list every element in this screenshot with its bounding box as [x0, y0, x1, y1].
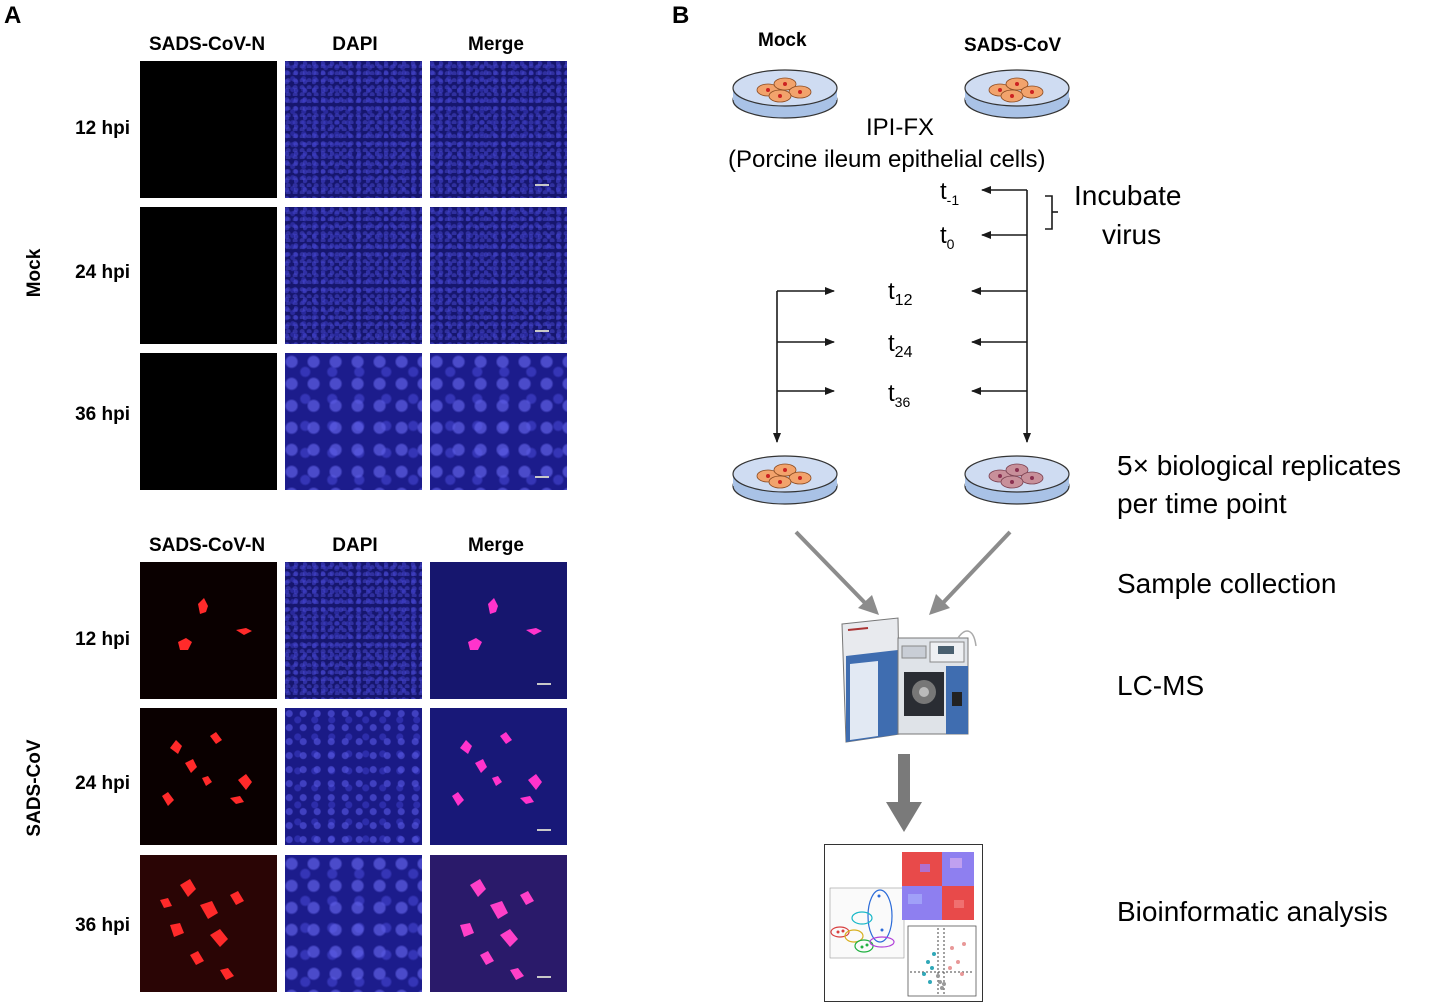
- row-label-mock-24: 24 hpi: [75, 262, 130, 283]
- col-header-dapi: DAPI: [332, 34, 378, 55]
- label-mock: Mock: [758, 30, 807, 51]
- scale-bar: [535, 476, 549, 478]
- col-header-merge: Merge: [468, 34, 524, 55]
- image-sads-36-merge: [430, 855, 567, 992]
- timepoint-t12: t12: [888, 278, 913, 309]
- timeline-arrows: [773, 186, 1058, 443]
- image-mock-12-merge: [430, 61, 567, 198]
- col-header-sads-cov-n: SADS-CoV-N: [148, 34, 266, 55]
- panel-b-letter: B: [672, 2, 690, 29]
- image-mock-36-dapi: [285, 353, 422, 490]
- row-label-sads-12: 12 hpi: [75, 629, 130, 650]
- replicates-label-1: 5× biological replicates: [1117, 450, 1402, 481]
- timepoint-t24: t24: [888, 330, 913, 361]
- bioinformatics-figure: [824, 844, 983, 1002]
- cell-line-label: IPI-FX: [866, 114, 935, 141]
- incubate-label-1: Incubate: [1074, 180, 1182, 211]
- group-label-mock: Mock: [24, 248, 45, 298]
- image-sads-12-dapi: [285, 562, 422, 699]
- row-label-sads-24: 24 hpi: [75, 773, 130, 794]
- collection-arrows: [794, 530, 1012, 615]
- petri-dish-sads-result: [964, 455, 1070, 505]
- timepoint-t0: t0: [940, 222, 955, 252]
- bioinformatic-analysis-label: Bioinformatic analysis: [1117, 896, 1388, 927]
- timepoint-t36: t36: [888, 380, 911, 410]
- incubate-label-2: virus: [1102, 219, 1162, 250]
- row-label-mock-12: 12 hpi: [75, 118, 130, 139]
- lc-ms-instrument: [841, 617, 977, 743]
- row-label-mock-36: 36 hpi: [75, 404, 130, 425]
- image-sads-36-sads: [140, 855, 277, 992]
- petri-dish-sads: [964, 69, 1070, 119]
- image-sads-12-merge: [430, 562, 567, 699]
- image-sads-24-sads: [140, 708, 277, 845]
- scale-bar: [535, 330, 549, 332]
- image-mock-24-sads: [140, 207, 277, 344]
- image-mock-24-dapi: [285, 207, 422, 344]
- image-sads-36-dapi: [285, 855, 422, 992]
- image-sads-12-sads: [140, 562, 277, 699]
- label-sads-cov: SADS-CoV: [964, 35, 1062, 56]
- image-sads-24-merge: [430, 708, 567, 845]
- sample-collection-label: Sample collection: [1117, 568, 1337, 599]
- col-header-merge-2: Merge: [468, 535, 524, 556]
- petri-dish-mock-result: [732, 455, 838, 505]
- image-mock-12-dapi: [285, 61, 422, 198]
- image-mock-12-sads: [140, 61, 277, 198]
- panel-a-letter: A: [4, 2, 22, 29]
- group-label-sads-cov: SADS-CoV: [24, 739, 45, 837]
- cell-description: (Porcine ileum epithelial cells): [728, 146, 1046, 173]
- analysis-arrow: [886, 754, 922, 832]
- image-mock-36-merge: [430, 353, 567, 490]
- petri-dish-mock: [732, 69, 838, 119]
- col-header-sads-cov-n-2: SADS-CoV-N: [148, 535, 266, 556]
- lc-ms-label: LC-MS: [1117, 670, 1205, 701]
- image-mock-24-merge: [430, 207, 567, 344]
- image-sads-24-dapi: [285, 708, 422, 845]
- scale-bar: [535, 184, 549, 186]
- row-label-sads-36: 36 hpi: [75, 915, 130, 936]
- timepoint-t-1: t-1: [940, 178, 960, 208]
- col-header-dapi-2: DAPI: [332, 535, 378, 556]
- image-mock-36-sads: [140, 353, 277, 490]
- replicates-label-2: per time point: [1117, 488, 1287, 519]
